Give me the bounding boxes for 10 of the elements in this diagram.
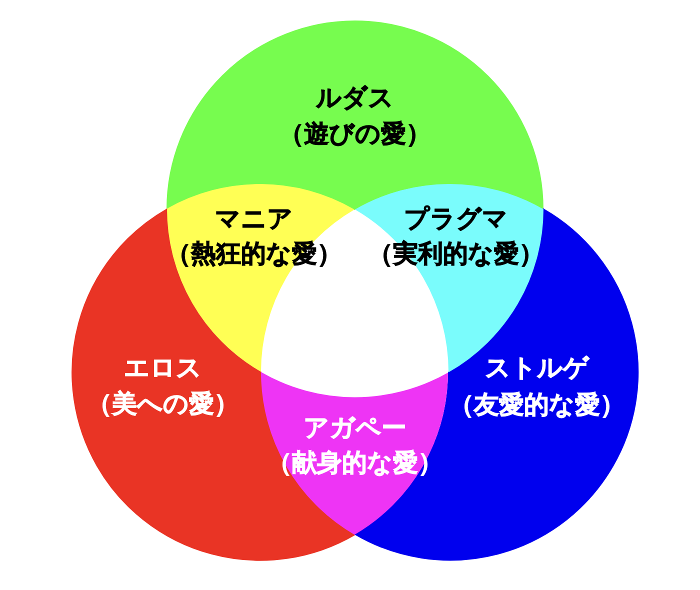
love-type-name: ルダス — [316, 82, 394, 114]
love-type-name: エロス — [124, 352, 202, 384]
love-type-description: （友愛的な愛） — [449, 388, 625, 421]
love-type-name: プラグマ — [404, 202, 508, 235]
love-type-name: マニア — [214, 202, 293, 235]
love-type-name: ストルゲ — [485, 352, 589, 384]
love-type-name: アガペー — [303, 412, 406, 444]
love-type-description: （遊びの愛） — [278, 118, 431, 150]
love-type-description: （実利的な愛） — [368, 238, 544, 270]
love-type-description: （美への愛） — [86, 388, 239, 420]
